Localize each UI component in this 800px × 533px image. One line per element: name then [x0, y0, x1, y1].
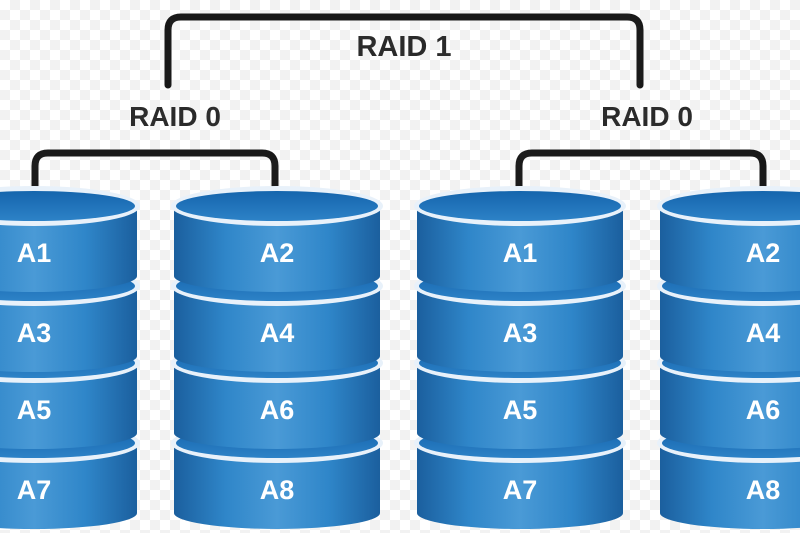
disk-stack: A8 A6 A4 A2 — [171, 186, 383, 529]
disk-stack: A7 A5 A3 A1 — [0, 186, 140, 529]
platter-body — [417, 363, 623, 449]
block-label: A4 — [260, 318, 295, 348]
block-label: A2 — [260, 238, 295, 268]
disk-stack: A8 A6 A4 A2 — [657, 186, 800, 529]
platter-top — [0, 191, 135, 221]
block-label: A8 — [746, 475, 781, 505]
platter-body — [174, 363, 380, 449]
block-label: A5 — [17, 395, 52, 425]
platter-body — [417, 286, 623, 372]
platter-body — [417, 443, 623, 529]
platter-body — [174, 443, 380, 529]
block-label: A3 — [503, 318, 538, 348]
platter-body — [660, 286, 800, 372]
platter-body — [660, 443, 800, 529]
block-label: A1 — [17, 238, 52, 268]
disk-stack: A7 A5 A3 A1 — [414, 186, 626, 529]
platter-top — [662, 191, 800, 221]
block-label: A5 — [503, 395, 538, 425]
disk-platter: A8 — [171, 423, 383, 529]
platter-body — [0, 363, 137, 449]
block-label: A7 — [503, 475, 538, 505]
block-label: A7 — [17, 475, 52, 505]
platter-body — [174, 286, 380, 372]
block-label: A2 — [746, 238, 781, 268]
platter-top — [176, 191, 378, 221]
disk-platter: A1 — [414, 186, 626, 292]
platter-body — [660, 363, 800, 449]
disk-platter: A2 — [657, 186, 800, 292]
platter-body — [0, 443, 137, 529]
raid0-right-connector — [515, 149, 767, 214]
block-label: A6 — [746, 395, 781, 425]
platter-body — [174, 206, 380, 292]
platter-body — [0, 206, 137, 292]
raid1-connector — [164, 13, 644, 89]
raid0-right-label: RAID 0 — [601, 101, 693, 132]
platter-body — [660, 206, 800, 292]
block-label: A1 — [503, 238, 538, 268]
platter-body — [0, 286, 137, 372]
raid1-label: RAID 1 — [356, 31, 451, 63]
block-label: A4 — [746, 318, 781, 348]
disk-platter: A1 — [0, 186, 140, 292]
raid0-left-label: RAID 0 — [129, 101, 221, 132]
disk-platter: A2 — [171, 186, 383, 292]
platter-top — [419, 191, 621, 221]
block-label: A8 — [260, 475, 295, 505]
platter-body — [417, 206, 623, 292]
block-label: A6 — [260, 395, 295, 425]
block-label: A3 — [17, 318, 52, 348]
raid0-left-connector — [31, 149, 279, 214]
